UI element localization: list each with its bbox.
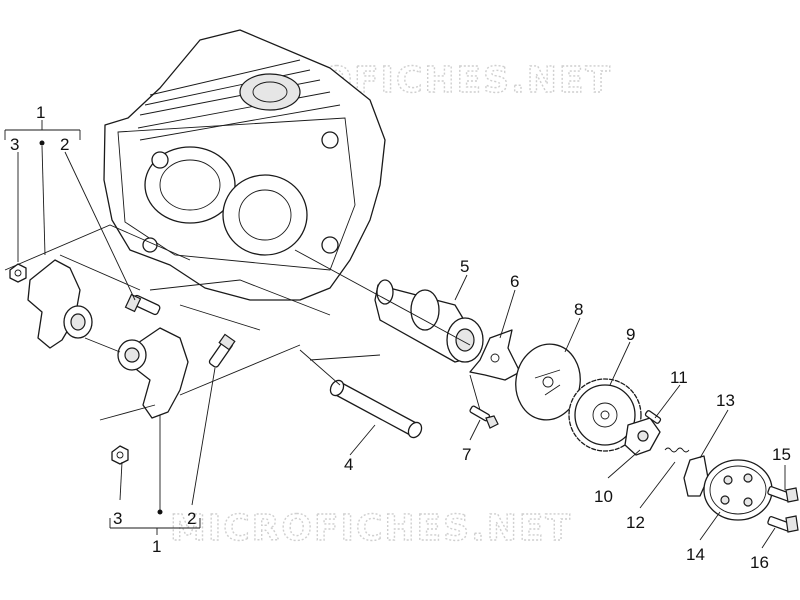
decompressor-plate (469, 329, 521, 381)
label-5: 5 (460, 257, 469, 276)
assembly-guides (4, 224, 481, 421)
leader-lines (349, 274, 786, 549)
bolt-7 (469, 405, 499, 429)
label-2-top: 2 (60, 135, 69, 154)
plate-13 (683, 455, 709, 497)
rocker-arm-lower (117, 327, 189, 419)
adjusting-screw-upper (124, 293, 161, 316)
camshaft (374, 279, 484, 363)
label-11: 11 (670, 368, 688, 387)
label-15: 15 (772, 445, 791, 464)
cylinder-head (103, 29, 386, 301)
label-13: 13 (716, 391, 735, 410)
timing-sprocket (568, 378, 642, 452)
callout-group-upper (4, 120, 136, 301)
label-14: 14 (686, 545, 705, 564)
label-1-top: 1 (36, 103, 45, 122)
lock-nut-lower (111, 445, 129, 465)
bolt-15 (767, 486, 799, 503)
sprocket-cover (703, 459, 773, 521)
label-6: 6 (510, 272, 519, 291)
rocker-arm-upper (27, 259, 93, 349)
bolt-16 (767, 515, 799, 533)
label-12: 12 (626, 513, 645, 532)
spring-12 (664, 447, 690, 453)
label-4: 4 (344, 455, 353, 474)
cam-disc (515, 343, 581, 421)
adjusting-screw-lower (208, 333, 236, 368)
label-9: 9 (626, 325, 635, 344)
callout-group-lower (109, 367, 216, 535)
label-16: 16 (750, 553, 769, 572)
label-7: 7 (462, 445, 471, 464)
label-1-bottom: 1 (152, 537, 161, 556)
label-10: 10 (594, 487, 613, 506)
watermark-bottom: MICROFICHES.NET (170, 508, 572, 549)
pin-11 (644, 410, 662, 424)
label-3-top: 3 (10, 135, 19, 154)
label-8: 8 (574, 300, 583, 319)
rocker-shaft (329, 379, 423, 439)
label-2-bottom: 2 (187, 509, 196, 528)
label-3-bottom: 3 (113, 509, 122, 528)
